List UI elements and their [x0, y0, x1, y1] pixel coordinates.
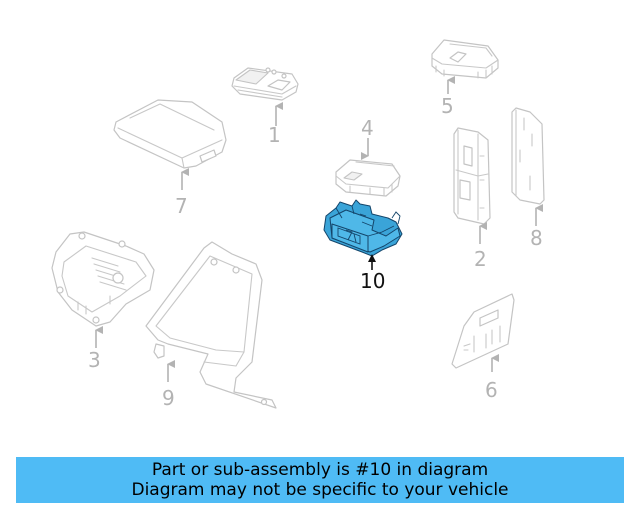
part-7-large-flat-module[interactable]	[113, 99, 227, 169]
part-9-module-mounting-bracket[interactable]	[145, 241, 277, 409]
part-1-small-module[interactable]	[231, 67, 299, 101]
part-3-engine-control-module[interactable]	[51, 231, 155, 327]
part-5-gateway-module[interactable]	[431, 39, 499, 79]
part-2-vertical-module[interactable]	[453, 127, 491, 225]
callout-3[interactable]: 3	[88, 348, 101, 372]
callout-8[interactable]: 8	[530, 226, 543, 250]
callout-9[interactable]: 9	[162, 386, 175, 410]
callout-5[interactable]: 5	[441, 94, 454, 118]
callout-1[interactable]: 1	[268, 123, 281, 147]
banner-disclaimer: Diagram may not be specific to your vehi…	[131, 480, 509, 500]
part-4-square-control-module[interactable]	[335, 159, 401, 197]
parts-diagram: 1 2 3 4 5 6 7 8 9 10	[51, 39, 545, 410]
part-10-module-holder-bracket[interactable]	[323, 199, 403, 257]
callout-6[interactable]: 6	[485, 378, 498, 402]
callout-2[interactable]: 2	[474, 247, 487, 271]
part-8-vertical-plate[interactable]	[511, 107, 545, 205]
callout-7[interactable]: 7	[175, 194, 188, 218]
callout-4[interactable]: 4	[361, 116, 374, 140]
banner-part-reference: Part or sub-assembly is #10 in diagram	[151, 460, 489, 480]
part-6-mounting-plate[interactable]	[451, 293, 515, 369]
callout-10[interactable]: 10	[360, 269, 386, 293]
info-banner: Part or sub-assembly is #10 in diagram D…	[16, 457, 624, 503]
